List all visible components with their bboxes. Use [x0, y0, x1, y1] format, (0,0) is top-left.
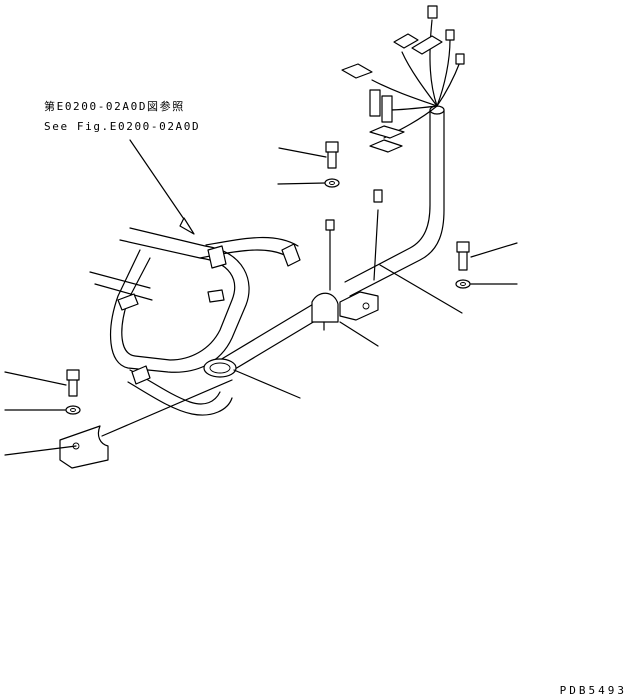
reference-note-japanese: 第E0200-02A0D図参照 [44, 100, 185, 113]
hardware-washer-right [455, 279, 471, 289]
hardware-washer-left [65, 405, 81, 415]
harness-clamps [117, 243, 301, 385]
reference-note-english: See Fig.E0200-02A0D [44, 120, 201, 133]
hardware-bolt-left [66, 369, 80, 397]
hardware-bolt-top [325, 141, 339, 169]
hardware-washer-top [324, 178, 340, 188]
connector-bundle [341, 5, 465, 153]
harness-wires [325, 189, 383, 291]
grommet [203, 358, 237, 378]
drawing-id-label: PDB5493 [559, 684, 627, 697]
hardware-bolt-right [456, 241, 470, 271]
leader-lines [4, 139, 518, 456]
center-bracket [311, 291, 379, 331]
